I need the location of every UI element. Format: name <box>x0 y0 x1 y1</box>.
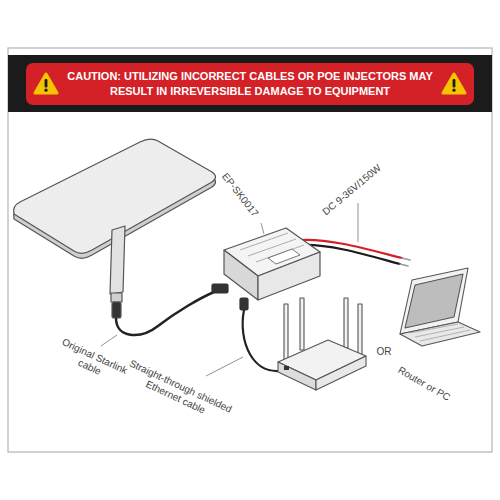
poe-injector <box>224 250 258 300</box>
warning-icons <box>26 63 474 105</box>
starlink-dish <box>14 139 216 318</box>
warning-mark <box>44 88 47 91</box>
caution-banner: CAUTION: UTILIZING INCORRECT CABLES OR P… <box>26 63 474 105</box>
warning-triangle <box>443 74 465 93</box>
poe-injector <box>268 249 300 264</box>
starlink-dish <box>111 293 122 302</box>
router <box>284 304 288 360</box>
starlink-cable <box>116 292 214 335</box>
power-spec: DC 9-36V/150W <box>313 156 391 224</box>
cable-label: Straight-through shielded Ethernet cable <box>121 357 234 427</box>
warning-triangle <box>443 74 465 93</box>
laptop <box>410 324 470 341</box>
poe-injector <box>240 298 248 310</box>
router <box>278 298 366 390</box>
part-number: EP-SK0017 <box>214 164 267 227</box>
or-label: OR <box>372 346 396 358</box>
frame <box>8 48 492 452</box>
laptop <box>405 274 463 328</box>
cable-label: Original Starlink cable <box>53 335 130 388</box>
warning-mark <box>45 79 48 88</box>
router <box>300 298 304 350</box>
poe-injector <box>212 284 228 293</box>
starlink-cable <box>116 292 214 335</box>
dc-wires <box>400 258 410 266</box>
device-label: Router or PC <box>385 358 464 410</box>
leader-line <box>261 223 264 234</box>
starlink-dish <box>112 302 121 318</box>
leader-line <box>101 335 117 346</box>
frame <box>8 48 492 452</box>
leader-line <box>358 203 359 242</box>
warning-mark <box>453 79 456 88</box>
leader-line <box>101 203 358 376</box>
starlink-dish <box>110 226 125 294</box>
router <box>278 362 316 390</box>
caution-text: CAUTION: UTILIZING INCORRECT CABLES OR P… <box>26 69 474 98</box>
laptop <box>400 268 480 346</box>
frame <box>8 55 492 112</box>
warning-triangle <box>35 74 57 93</box>
leader-line <box>206 357 243 376</box>
warning-triangle <box>35 74 57 93</box>
router <box>284 366 289 370</box>
warning-mark <box>452 88 455 91</box>
router <box>344 298 348 348</box>
laptop <box>400 322 480 346</box>
router <box>316 356 366 390</box>
router <box>358 304 362 356</box>
